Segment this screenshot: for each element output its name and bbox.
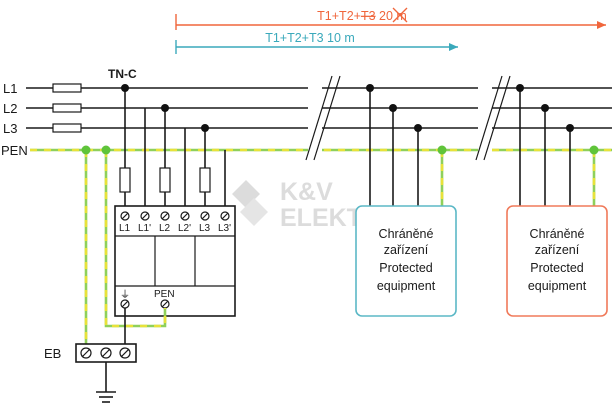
distance-top-struck: T3 xyxy=(361,9,376,23)
spd-fuse-l1 xyxy=(119,167,131,193)
equipment-1-line-4: equipment xyxy=(377,279,436,293)
ground-symbol-icon xyxy=(96,391,116,403)
fuse-l1 xyxy=(52,83,82,93)
distance-label-top: T1+T2+T3 20 m xyxy=(317,9,407,23)
equipment-2-line-4: equipment xyxy=(528,279,587,293)
distance-top-prefix: T1+T2+ xyxy=(317,9,361,23)
spd-terminal-label-l2: L2 xyxy=(159,223,171,234)
spd-fuse-l3 xyxy=(199,167,211,193)
conductor-label-pen: PEN xyxy=(1,143,28,158)
distance-span-bottom: T1+T2+T3 10 m xyxy=(175,31,458,54)
protected-equipment-1: Chráněné zařízení Protected equipment xyxy=(355,84,457,317)
earthing-conductors xyxy=(81,145,167,352)
distance-span-top: T1+T2+T3 20 m xyxy=(175,7,606,30)
incoming-fuses xyxy=(52,83,82,133)
protected-equipment-2: Chráněné zařízení Protected equipment xyxy=(506,84,608,317)
spd-taps xyxy=(119,84,211,210)
spd-terminal-label-l1-prime: L1' xyxy=(138,223,151,234)
equipment-1-line-2: zařízení xyxy=(384,243,429,257)
equipment-2-line-3: Protected xyxy=(530,261,584,275)
network-type-label: TN-C xyxy=(108,67,137,81)
equipment-2-line-1: Chráněné xyxy=(530,227,585,241)
watermark-line-1: K&V xyxy=(280,178,333,206)
spd-terminal-screws xyxy=(120,211,230,221)
earthing-bar: EB xyxy=(44,343,137,403)
spd-module: L1 L1' L2 L2' L3 L3' ⏚ PEN xyxy=(114,205,236,317)
spd-terminal-label-l3: L3 xyxy=(199,223,211,234)
conductor-label-l3: L3 xyxy=(3,121,17,136)
spd-terminal-label-l1: L1 xyxy=(119,223,131,234)
equipment-2-line-2: zařízení xyxy=(535,243,580,257)
equipment-1-line-1: Chráněné xyxy=(379,227,434,241)
fuse-l3 xyxy=(52,123,82,133)
distance-label-bottom: T1+T2+T3 10 m xyxy=(265,31,355,45)
earthing-bar-label: EB xyxy=(44,346,61,361)
spd-terminal-label-l2-prime: L2' xyxy=(178,223,191,234)
equipment-1-line-3: Protected xyxy=(379,261,433,275)
spd-earth-symbol-icon: ⏚ xyxy=(120,289,130,301)
conductor-label-l1: L1 xyxy=(3,81,17,96)
line-break-mark-1 xyxy=(305,75,341,161)
fuse-l2 xyxy=(52,103,82,113)
strike-cross-icon xyxy=(392,7,408,23)
watermark-logo-icon xyxy=(232,180,268,226)
distance-top-suffix: 20 m xyxy=(376,9,407,23)
spd-outputs xyxy=(144,108,226,210)
spd-fuse-l2 xyxy=(159,167,171,193)
spd-pen-label: PEN xyxy=(154,289,175,300)
line-break-mark-2 xyxy=(475,75,511,161)
conductor-label-l2: L2 xyxy=(3,101,17,116)
spd-terminal-label-l3-prime: L3' xyxy=(218,223,231,234)
